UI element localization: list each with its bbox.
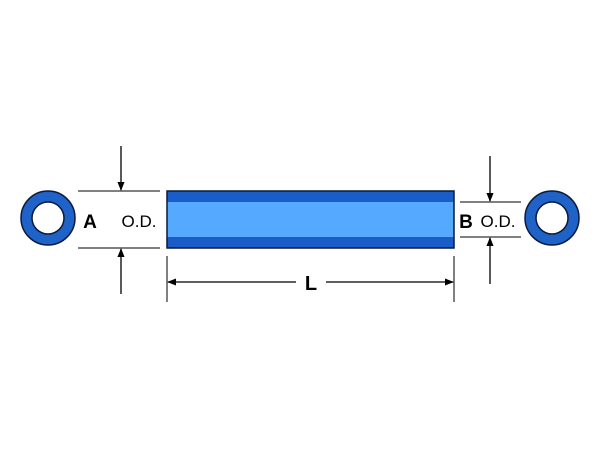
dimension-length bbox=[166, 256, 455, 302]
dimension-b-od bbox=[460, 156, 521, 284]
end-a-cross-section-icon bbox=[20, 190, 76, 246]
end-a-od-label: O.D. bbox=[122, 212, 157, 231]
length-label: L bbox=[305, 273, 317, 295]
end-b-cross-section-icon bbox=[524, 190, 580, 246]
end-a-letter: A bbox=[83, 212, 97, 233]
tube-body bbox=[166, 190, 455, 249]
end-b-letter: B bbox=[459, 212, 473, 233]
dimension-a-od bbox=[78, 146, 160, 294]
end-b-od-label: O.D. bbox=[481, 212, 516, 231]
